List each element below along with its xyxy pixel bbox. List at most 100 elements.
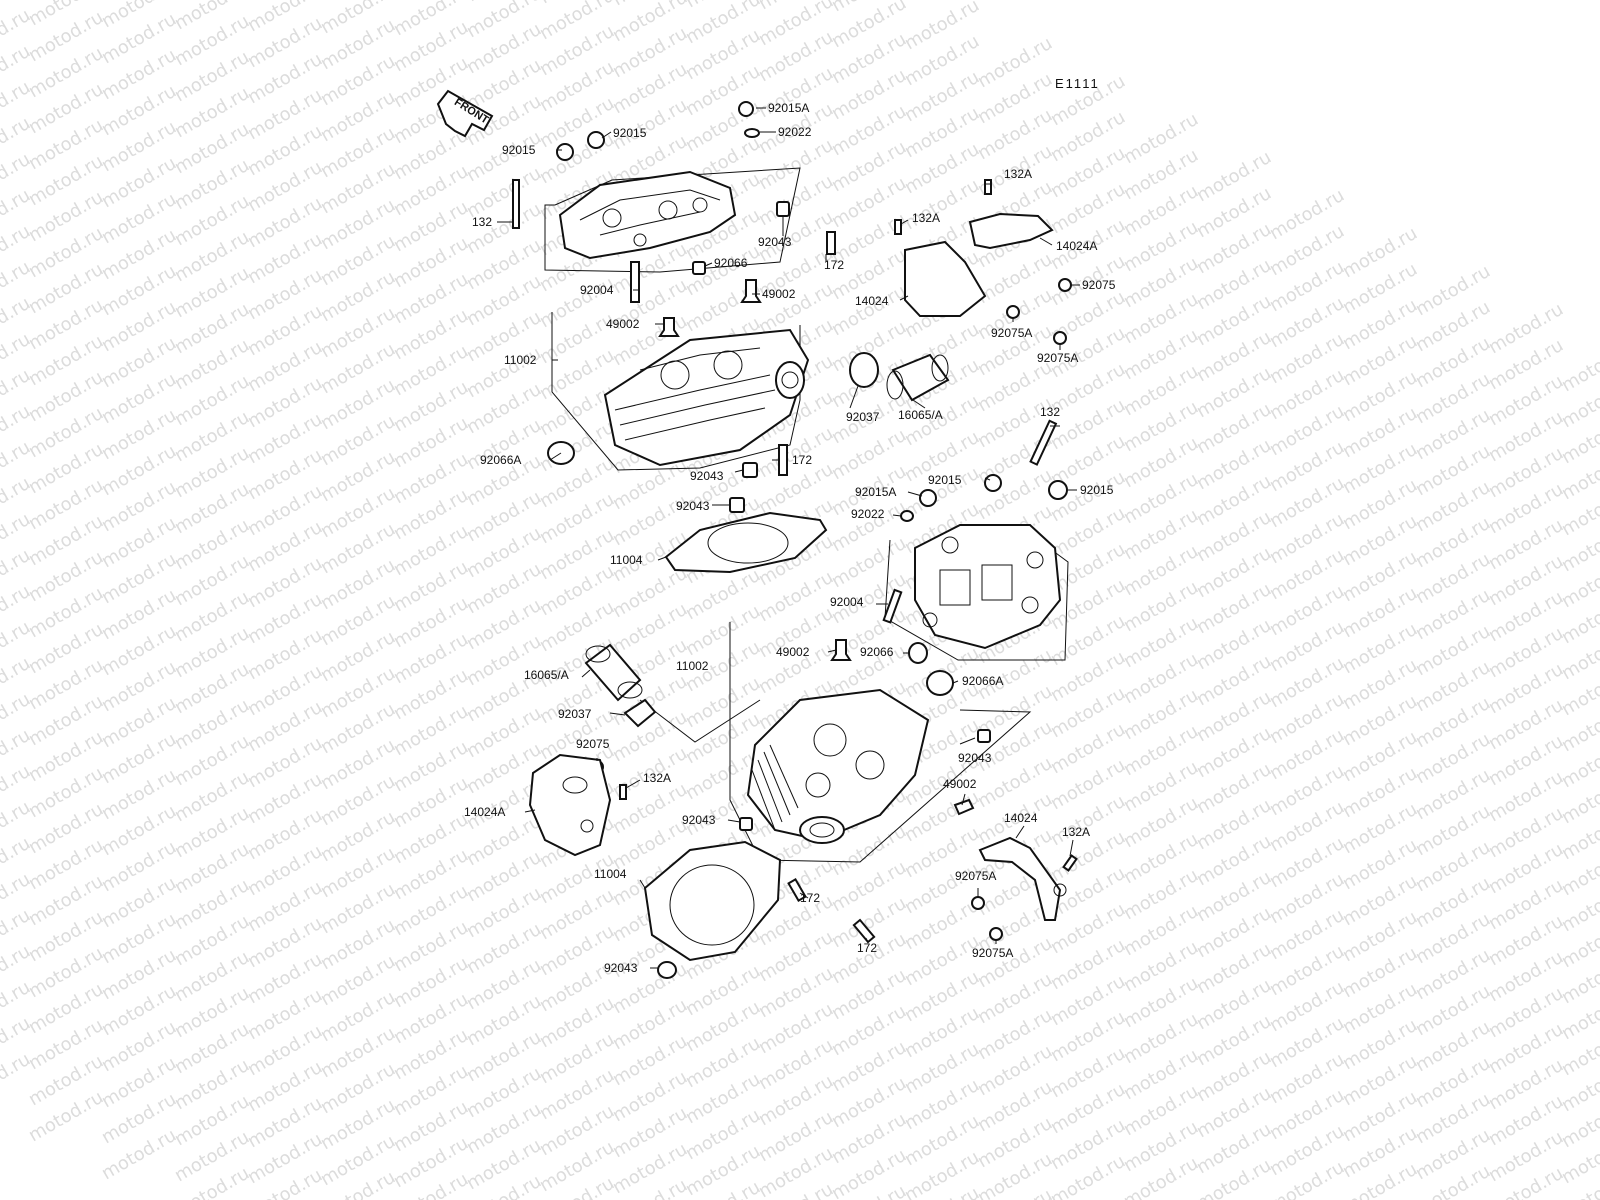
- nut-92015A-rear-icon: [919, 489, 937, 507]
- label-92075A-rear1: 92075A: [955, 869, 996, 883]
- label-14024A-top: 14024A: [1056, 239, 1097, 253]
- label-92022-top: 92022: [778, 125, 812, 139]
- dowel-92043-bottom-icon: [657, 961, 677, 979]
- label-11004-top: 11004: [610, 553, 643, 567]
- nut-92075A-rear1-icon: [971, 896, 985, 910]
- label-92075A-top2: 92075A: [1037, 351, 1078, 365]
- dowel-92043-icon: [776, 201, 790, 217]
- label-92066-top: 92066: [714, 256, 748, 270]
- stud-172-mid-icon: [778, 444, 788, 476]
- label-92075A-rear2: 92075A: [972, 946, 1013, 960]
- plug-92066-rear-icon: [908, 642, 928, 664]
- label-92043-rear2: 92043: [682, 813, 716, 827]
- nozzle-49002-left-icon: [658, 317, 680, 337]
- cover-14024A-icon: [968, 212, 1054, 250]
- bolt-132-rear-icon: [1029, 419, 1058, 466]
- nut-92075A-top2-icon: [1053, 331, 1067, 345]
- label-14024-rear: 14024: [1004, 811, 1038, 825]
- nozzle-49002-rear-icon: [830, 639, 852, 661]
- bolt-132-icon: [512, 179, 520, 229]
- part-labels: 92015A 92022 92015 92015 132 92043 92004…: [464, 101, 1116, 975]
- bolt-132A-rear1-icon: [619, 784, 627, 800]
- label-92066A-top: 92066A: [480, 453, 521, 467]
- dowel-92043-rear2-icon: [739, 817, 753, 831]
- plug-92066-icon: [692, 261, 706, 275]
- label-11002-rear: 11002: [676, 659, 709, 673]
- plug-92066A-rear-icon: [926, 670, 954, 696]
- cylinder-head-front: [603, 328, 810, 467]
- label-49002-top-left: 49002: [606, 317, 640, 331]
- label-172-rear2: 172: [857, 941, 877, 955]
- label-92066A-rear: 92066A: [962, 674, 1003, 688]
- nut-92015-rear1-icon: [984, 474, 1002, 492]
- nut-92015-rear2-icon: [1048, 480, 1068, 500]
- stud-92004-rear-icon: [882, 588, 903, 624]
- label-132-rear: 132: [1040, 405, 1060, 419]
- nut-92015-icon: [587, 131, 605, 149]
- label-92022-rear: 92022: [851, 507, 885, 521]
- label-92015-left: 92015: [502, 143, 536, 157]
- label-92037-top: 92037: [846, 410, 880, 424]
- stud-172-rear1-icon: [787, 877, 807, 903]
- label-49002-rear: 49002: [776, 645, 810, 659]
- label-14024-top: 14024: [855, 294, 889, 308]
- label-92066-rear: 92066: [860, 645, 894, 659]
- diagram-code: E1111: [1055, 76, 1100, 91]
- cylinder-head-rear: [746, 688, 930, 844]
- label-49002-rear2: 49002: [943, 777, 977, 791]
- label-92043-bottom: 92043: [604, 961, 638, 975]
- label-92015A-top: 92015A: [768, 101, 809, 115]
- label-92004-rear: 92004: [830, 595, 864, 609]
- label-16065A-top: 16065/A: [898, 408, 943, 422]
- cylinder-head-cover-front: [558, 170, 737, 260]
- label-132A-top2: 132A: [912, 211, 940, 225]
- nozzle-49002-icon: [740, 279, 762, 303]
- label-132-top: 132: [472, 215, 492, 229]
- label-172-rear1: 172: [800, 891, 820, 905]
- washer-92022-icon: [744, 128, 760, 138]
- nut-92075-icon: [1058, 278, 1072, 292]
- rear-cylinder-assembly: [524, 419, 1078, 979]
- label-92075-rear: 92075: [576, 737, 610, 751]
- label-172-mid: 172: [792, 453, 812, 467]
- label-92075-top: 92075: [1082, 278, 1116, 292]
- label-92043-mid2: 92043: [676, 499, 710, 513]
- label-132A-rear1: 132A: [643, 771, 671, 785]
- stud-172-top-icon: [826, 231, 836, 255]
- nut-92075A-top1-icon: [1006, 305, 1020, 319]
- cover-14024-icon: [904, 240, 987, 317]
- label-92015-rear1: 92015: [928, 473, 962, 487]
- label-92043-mid1: 92043: [690, 469, 724, 483]
- nozzle-49002-rear2-icon: [953, 798, 975, 816]
- intake-rubber-16065-rear-icon: [584, 643, 643, 702]
- cover-14024-rear-icon: [978, 836, 1067, 921]
- cover-14024A-rear-icon: [528, 753, 612, 857]
- cylinder-head-cover-rear: [914, 524, 1062, 650]
- label-16065A-rear: 16065/A: [524, 668, 569, 682]
- bolt-132A-top1-icon: [984, 179, 992, 195]
- dowel-92043-rear1-icon: [977, 729, 991, 743]
- nut-92015-left-icon: [556, 143, 574, 161]
- label-92037-rear: 92037: [558, 707, 592, 721]
- label-92043-top: 92043: [758, 235, 792, 249]
- label-49002-top-right: 49002: [762, 287, 796, 301]
- label-132A-rear2: 132A: [1062, 825, 1090, 839]
- label-132A-top1: 132A: [1004, 167, 1032, 181]
- label-172-top: 172: [824, 258, 844, 272]
- label-92015A-rear: 92015A: [855, 485, 896, 499]
- bolt-132A-rear2-icon: [1062, 854, 1078, 872]
- head-gasket-front: [664, 511, 828, 574]
- label-14024A-rear: 14024A: [464, 805, 505, 819]
- label-92075A-top1: 92075A: [991, 326, 1032, 340]
- label-11002-top: 11002: [504, 353, 537, 367]
- bolt-132A-top2-icon: [894, 219, 902, 235]
- label-92004-top: 92004: [580, 283, 614, 297]
- nut-92075A-rear2-icon: [989, 927, 1003, 941]
- front-cylinder-assembly: [497, 101, 1080, 574]
- label-92043-rear1: 92043: [958, 751, 992, 765]
- clamp-92037-icon: [849, 352, 879, 388]
- label-11004-rear: 11004: [594, 867, 627, 881]
- nut-92015A-icon: [738, 101, 754, 117]
